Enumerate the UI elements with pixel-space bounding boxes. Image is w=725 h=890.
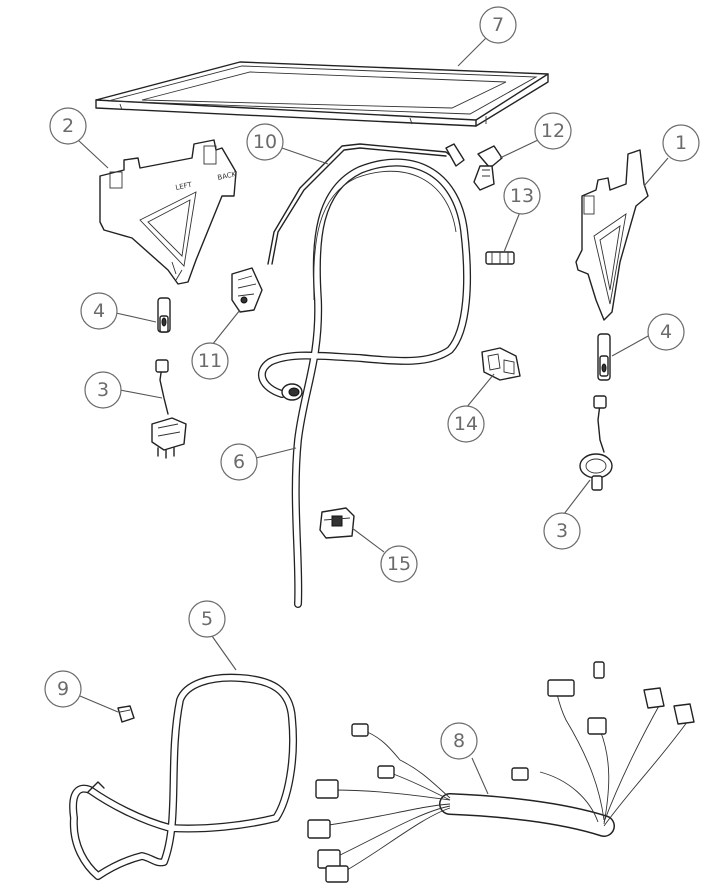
part-4-latch-right [597, 333, 611, 381]
callout-5-label: 5 [201, 608, 213, 630]
part-12-knob [473, 145, 503, 191]
part-15-clip [319, 507, 355, 539]
callout-6: 6 [220, 443, 258, 481]
left-bracket-stamp-2: BACK [217, 170, 238, 182]
leader-4a [115, 312, 157, 323]
callout-15-label: 15 [387, 553, 411, 575]
callout-1: 1 [662, 124, 700, 162]
part-11-hinge [231, 267, 263, 313]
callout-9-label: 9 [57, 678, 69, 700]
callout-3a: 3 [84, 371, 122, 409]
callout-4a: 4 [80, 292, 118, 330]
callout-3a-label: 3 [97, 379, 109, 401]
callout-2-label: 2 [62, 115, 74, 137]
callout-6-label: 6 [233, 451, 245, 473]
callout-8-label: 8 [453, 730, 465, 752]
part-1-right-bracket [575, 149, 649, 321]
callout-10: 10 [246, 123, 284, 161]
callout-7: 7 [479, 6, 517, 44]
part-7-frame [95, 61, 549, 127]
left-bracket-stamp-1: LEFT [175, 181, 194, 192]
callout-4a-label: 4 [93, 300, 105, 322]
callout-12: 12 [534, 112, 572, 150]
part-9-clip [117, 705, 135, 723]
leader-lines [77, 37, 669, 795]
part-3-sensor-left [151, 359, 187, 459]
callout-2: 2 [49, 107, 87, 145]
leader-5 [211, 635, 237, 671]
callout-14-label: 14 [454, 413, 478, 435]
part-6-gasket-hose [257, 158, 472, 608]
leader-13 [503, 211, 521, 253]
part-2-left-bracket: LEFT BACK [99, 139, 238, 285]
leader-10 [281, 147, 329, 165]
part-3-sensor-right [579, 395, 613, 491]
callout-8: 8 [440, 722, 478, 760]
part-4-latch-left [157, 297, 171, 333]
leader-3a [119, 389, 163, 399]
callout-7-label: 7 [492, 14, 504, 36]
callout-4b-label: 4 [660, 321, 672, 343]
leader-11 [211, 309, 241, 346]
callout-15: 15 [380, 545, 418, 583]
callout-3b: 3 [543, 512, 581, 550]
callout-11: 11 [191, 342, 229, 380]
leader-3b [563, 479, 591, 515]
callout-3b-label: 3 [556, 520, 568, 542]
leader-14 [465, 373, 495, 409]
part-8-wire-harness [307, 661, 695, 883]
callout-11-label: 11 [198, 350, 222, 372]
leader-1 [643, 157, 669, 187]
part-13-clip [485, 251, 515, 265]
leader-9 [79, 695, 119, 713]
callout-10-label: 10 [253, 131, 277, 153]
part-5-drain-hose [69, 673, 298, 880]
callout-13-label: 13 [510, 185, 534, 207]
leader-8 [471, 757, 489, 795]
callout-9: 9 [44, 670, 82, 708]
leader-12 [499, 139, 539, 159]
callout-13: 13 [503, 177, 541, 215]
leader-2 [77, 139, 109, 169]
leader-4b [611, 334, 651, 357]
callout-14: 14 [447, 405, 485, 443]
callout-1-label: 1 [675, 132, 687, 154]
leader-6 [255, 447, 297, 459]
part-14-latch [481, 347, 521, 381]
part-10-rod [267, 143, 465, 265]
callouts: 7 2 10 12 1 13 4 11 [44, 6, 700, 760]
callout-5: 5 [188, 600, 226, 638]
leader-15 [351, 527, 385, 553]
callout-12-label: 12 [541, 120, 565, 142]
callout-4b: 4 [647, 313, 685, 351]
leader-7 [457, 37, 487, 67]
